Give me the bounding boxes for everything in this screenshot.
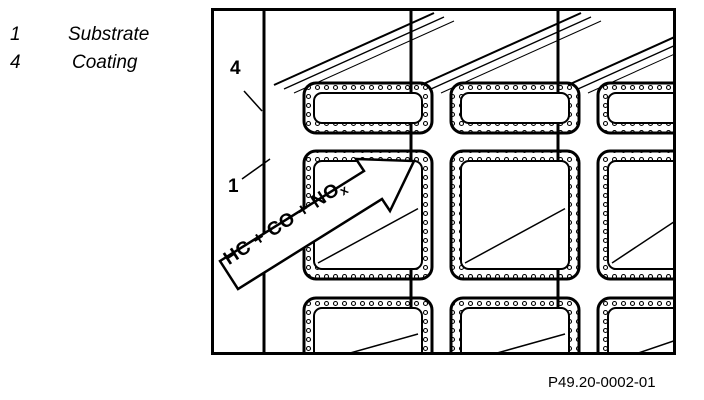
- channel-depth-line: [497, 333, 566, 352]
- gas-flow-arrow: [218, 157, 416, 291]
- channel-depth-line: [464, 207, 566, 264]
- legend-item-substrate: 1 Substrate: [10, 24, 190, 52]
- legend-item-coating: 4 Coating: [10, 52, 190, 80]
- callout-coating: 4: [230, 58, 241, 79]
- channel-cell: [302, 81, 434, 135]
- channel-cell: [596, 296, 673, 352]
- callout-leader-substrate: [241, 158, 271, 180]
- channel-depth-line: [317, 207, 419, 264]
- channel-opening: [313, 92, 423, 124]
- honeycomb-cells: [302, 81, 673, 352]
- channel-cell: [596, 81, 673, 135]
- channel-depth-line: [638, 340, 673, 352]
- legend-label: Coating: [72, 52, 138, 73]
- figure-code: P49.20-0002-01: [548, 374, 656, 391]
- channel-depth-line: [611, 221, 673, 264]
- channel-opening: [607, 92, 673, 124]
- legend-number: 4: [10, 52, 21, 73]
- channel-opening: [607, 160, 673, 270]
- depth-line: [440, 20, 602, 94]
- legend: 1 Substrate 4 Coating: [10, 24, 190, 80]
- channel-opening: [460, 160, 570, 270]
- callout-leader-coating: [243, 90, 263, 112]
- channel-cell: [449, 296, 581, 352]
- channel-depth-lines: [273, 12, 673, 94]
- channel-cell: [449, 81, 581, 135]
- channel-cell: [302, 296, 434, 352]
- depth-line: [430, 16, 592, 90]
- catalytic-honeycomb-figure: [211, 8, 676, 355]
- callout-leaders: [241, 90, 271, 180]
- channel-cell: [596, 149, 673, 281]
- honeycomb-diagram: [218, 11, 673, 352]
- legend-number: 1: [10, 24, 21, 45]
- legend-label: Substrate: [68, 24, 150, 45]
- channel-cell: [449, 149, 581, 281]
- depth-line: [577, 45, 673, 90]
- depth-line: [587, 54, 673, 94]
- depth-line: [283, 16, 445, 90]
- channel-opening: [607, 307, 673, 352]
- depth-line: [273, 12, 435, 86]
- callout-substrate: 1: [228, 176, 239, 197]
- depth-line: [420, 12, 582, 86]
- depth-line: [567, 36, 673, 86]
- channel-depth-line: [350, 333, 419, 352]
- channel-opening: [460, 92, 570, 124]
- gas-flow-arrow-shape: [218, 157, 416, 291]
- depth-line: [293, 20, 455, 94]
